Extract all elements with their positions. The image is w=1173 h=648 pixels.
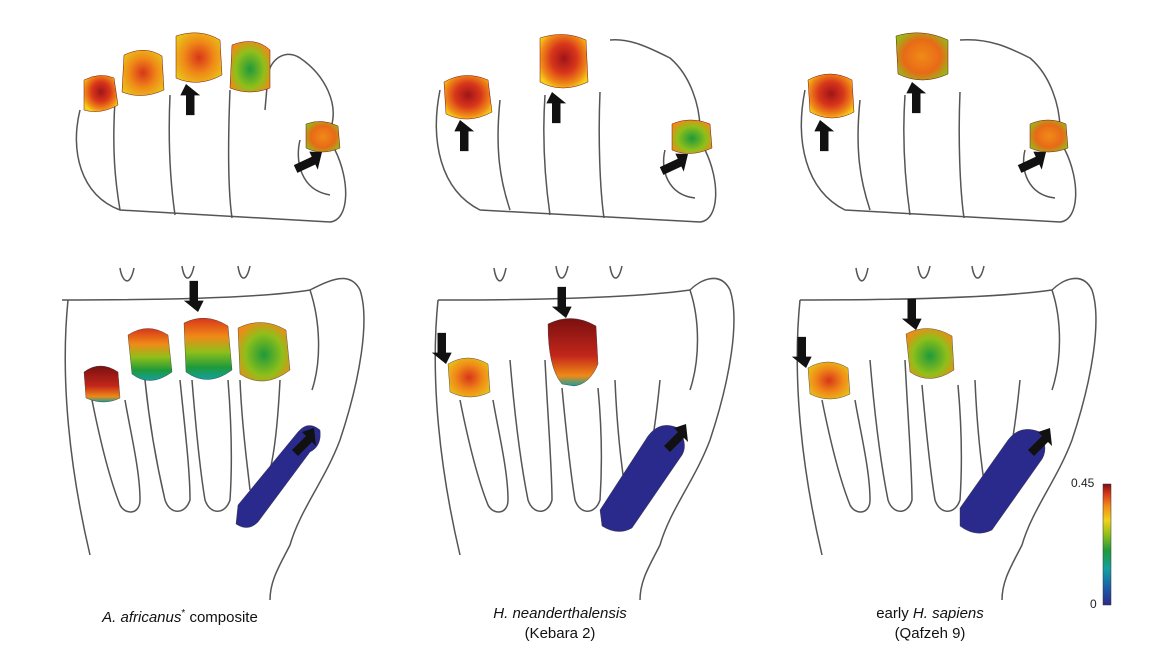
fist-outline [75,53,347,223]
arrow-icon [544,282,582,320]
arrow-icon [894,294,932,332]
colorbar [1102,483,1112,606]
caption-suffix: composite [185,609,258,626]
colorbar-min-label: 0 [1090,597,1097,611]
arrow-icon [784,332,822,370]
caption-prefix: early [876,605,913,622]
hand-outline [434,265,735,601]
specimen-label: (Kebara 2) [524,625,596,642]
arrow-icon [804,118,842,156]
metacarpal-heads [447,318,685,532]
metacarpal-heads [83,318,321,528]
knuckle-bones [83,32,341,153]
arrow-icon [176,276,214,314]
taxon-name: H. neanderthalensis [493,605,627,622]
taxon-name: A. africanus [102,609,182,626]
caption-footnote-mark: * [181,608,186,619]
caption-neanderthalensis: H. neanderthalensis (Kebara 2) [420,604,700,644]
fist-outline [435,39,717,223]
hand-outline [796,265,1097,601]
knuckle-bones [807,32,1069,153]
arrow-icon [170,82,208,120]
panel-africanus [61,32,365,601]
knuckle-bones [443,34,713,154]
arrow-icon [536,90,574,128]
panel-neanderthalensis [424,34,735,601]
arrow-icon [424,328,462,366]
panel-sapiens [784,32,1097,601]
taxon-name: H. sapiens [912,605,984,622]
caption-sapiens: early H. sapiens (Qafzeh 9) [790,604,1070,644]
colorbar-max-label: 0.45 [1071,476,1095,490]
arrow-icon [896,80,934,118]
metacarpal-heads [807,328,1046,534]
arrow-icon [444,118,482,156]
specimen-label: (Qafzeh 9) [894,625,966,642]
hand-outline [61,265,365,601]
colorbar-gradient [1102,483,1112,606]
fist-outline [800,39,1077,223]
caption-africanus: A. africanus* composite [40,604,320,628]
